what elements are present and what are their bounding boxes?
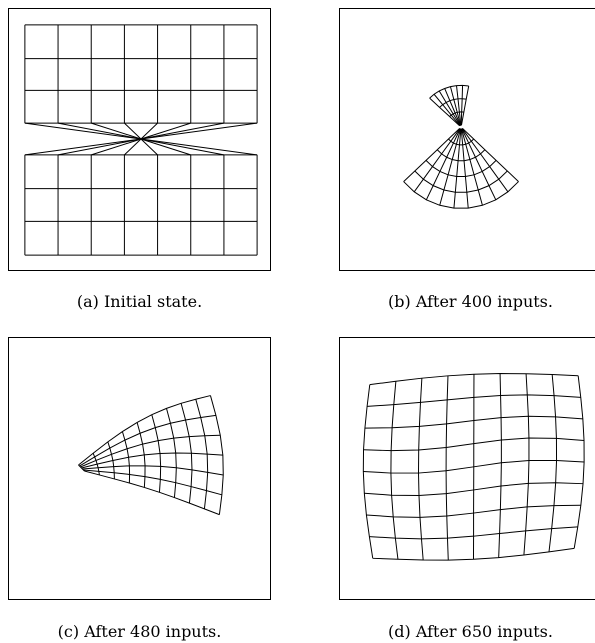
bent-sheet-col-line xyxy=(180,403,193,504)
bent-sheet-col-line xyxy=(209,395,224,515)
grid-collapse-line xyxy=(91,122,142,140)
bent-sheet-row-line xyxy=(78,395,211,466)
expanded-grid-col-line xyxy=(498,373,502,558)
expanded-grid-col-line xyxy=(548,374,558,552)
bent-sheet-row-line xyxy=(81,452,223,469)
grid-after-400 xyxy=(403,84,519,209)
bent-sheet-row-line xyxy=(84,470,220,516)
grid-initial-state xyxy=(24,24,258,256)
bent-sheet-col-line xyxy=(136,422,146,488)
grid-collapse-line xyxy=(140,122,191,140)
caption-a: (a) Initial state. xyxy=(76,292,203,311)
upper-fan-col-line xyxy=(460,85,470,126)
lower-fan-col-line xyxy=(460,129,469,209)
expanded-grid-col-line xyxy=(445,375,449,561)
lower-fan-col-line xyxy=(453,129,462,209)
bent-sheet-row-line xyxy=(79,414,216,467)
grid-collapse-line xyxy=(140,122,158,140)
bent-sheet-col-line xyxy=(78,464,85,472)
grid-collapse-line xyxy=(140,138,225,156)
lower-fan-row-line xyxy=(448,138,475,146)
upper-fan-col-line xyxy=(438,90,461,126)
lower-fan-col-line xyxy=(461,128,497,201)
expanded-grid-col-line xyxy=(390,381,399,560)
expanded-grid-row-line xyxy=(372,547,575,561)
lower-fan-col-line xyxy=(462,128,519,182)
bent-sheet-col-line xyxy=(107,441,115,479)
lower-fan-col-line xyxy=(425,128,461,201)
grid-collapse-line xyxy=(140,122,258,140)
panel-initial-state xyxy=(8,8,271,271)
lower-fan-col-line xyxy=(403,128,461,182)
caption-d: (d) After 650 inputs. xyxy=(388,622,553,641)
upper-fan-row-line xyxy=(439,98,467,108)
panel-after-400 xyxy=(339,8,595,271)
grid-collapse-line xyxy=(140,138,191,156)
bent-sheet-row-line xyxy=(83,469,222,496)
grid-collapse-line xyxy=(91,138,142,156)
lower-fan-col-line xyxy=(439,128,462,206)
bent-sheet-row-line xyxy=(80,434,221,468)
expanded-grid-col-line xyxy=(523,373,530,556)
upper-fan-row-line xyxy=(429,84,469,99)
lower-fan-row-line xyxy=(459,128,463,130)
grid-after-650 xyxy=(362,373,585,561)
lower-fan-row-line xyxy=(425,159,497,178)
bent-sheet-col-line xyxy=(151,414,162,493)
grid-collapse-line xyxy=(24,138,142,156)
grid-collapse-line xyxy=(124,122,142,140)
grid-collapse-line xyxy=(140,138,258,156)
grid-collapse-line xyxy=(57,138,142,156)
panel-after-480 xyxy=(8,337,271,600)
upper-fan-col-line xyxy=(433,93,461,126)
bent-sheet-row-line xyxy=(82,465,224,476)
lower-fan-row-line xyxy=(403,181,519,209)
panel-after-650 xyxy=(339,337,595,600)
lower-fan-col-line xyxy=(461,128,509,193)
bent-sheet-col-line xyxy=(166,408,177,498)
expanded-grid-col-line xyxy=(418,378,424,561)
lower-fan-row-line xyxy=(436,149,486,162)
bent-sheet-col-line xyxy=(121,431,131,484)
lower-fan-row-line xyxy=(414,170,508,193)
caption-c: (c) After 480 inputs. xyxy=(57,622,222,641)
expanded-grid-col-line xyxy=(362,384,374,559)
lower-fan-col-line xyxy=(413,128,461,193)
caption-b: (b) After 400 inputs. xyxy=(388,292,553,311)
upper-fan-col-line xyxy=(460,85,464,126)
grid-collapse-line xyxy=(24,122,142,140)
grid-collapse-line xyxy=(140,138,158,156)
grid-collapse-line xyxy=(124,138,142,156)
upper-fan-col-line xyxy=(456,85,462,126)
upper-fan-col-line xyxy=(444,88,461,126)
lower-fan-col-line xyxy=(461,128,483,206)
bent-sheet-col-line xyxy=(92,453,100,476)
grid-collapse-line xyxy=(57,122,142,140)
grid-collapse-line xyxy=(140,122,225,140)
upper-fan-col-line xyxy=(429,97,460,127)
expanded-grid-col-line xyxy=(573,375,585,549)
upper-fan-col-line xyxy=(449,86,462,126)
grid-after-480 xyxy=(78,395,224,516)
bent-sheet-col-line xyxy=(195,399,209,509)
